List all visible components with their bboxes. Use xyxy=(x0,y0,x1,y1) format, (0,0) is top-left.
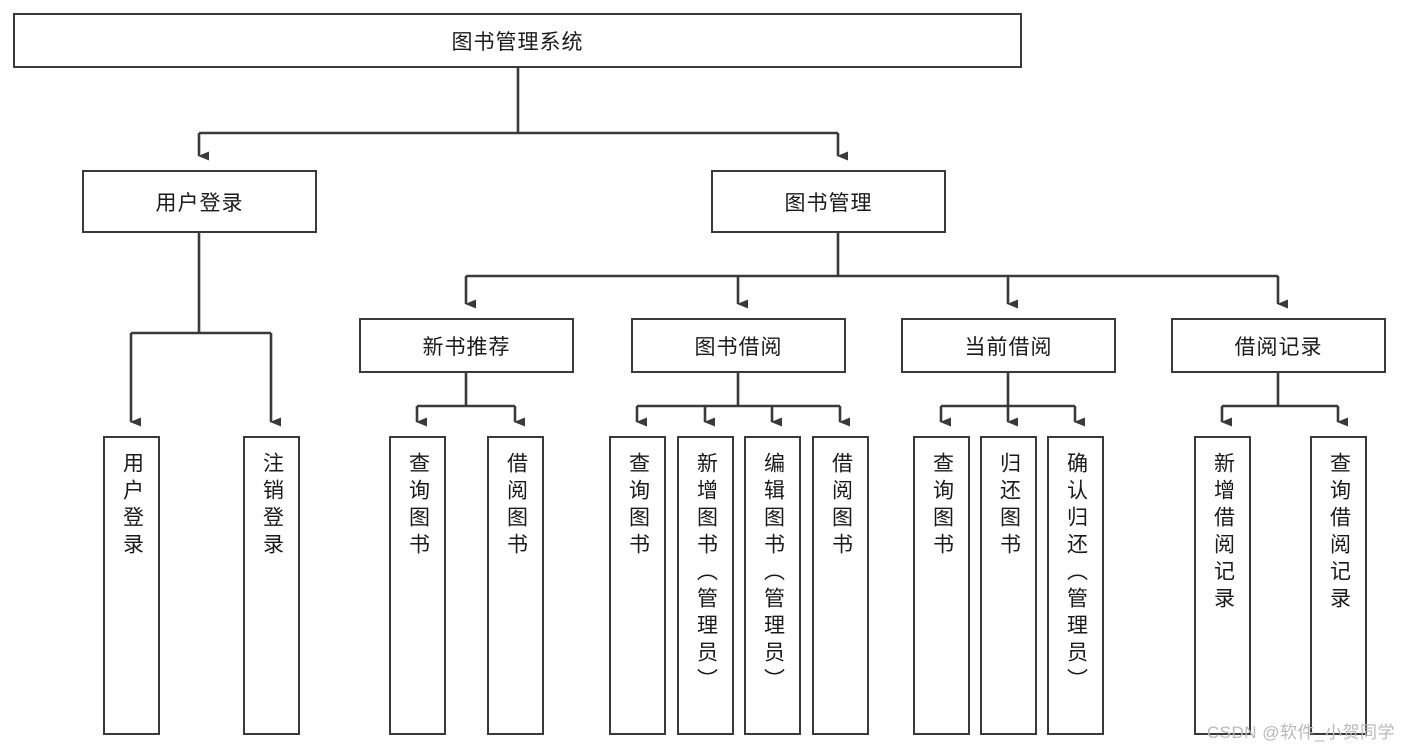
node-borrow-record-label: 借阅记录 xyxy=(1234,335,1323,359)
node-leaf-add-record-label: 新增借阅记录 xyxy=(1211,452,1235,614)
node-leaf-query-book-2-label: 查询图书 xyxy=(626,452,650,560)
node-leaf-user-logout-label: 注销登录 xyxy=(260,452,284,560)
node-leaf-query-book-1[interactable]: 查询图书 xyxy=(389,436,446,735)
node-leaf-query-book-3-label: 查询图书 xyxy=(930,452,954,560)
node-leaf-query-book-2[interactable]: 查询图书 xyxy=(609,436,666,735)
node-leaf-user-login[interactable]: 用户登录 xyxy=(103,436,160,735)
node-leaf-query-record-label: 查询借阅记录 xyxy=(1327,452,1351,614)
node-root[interactable]: 图书管理系统 xyxy=(13,13,1022,68)
node-leaf-confirm-return[interactable]: 确认归还（管理员） xyxy=(1047,436,1104,735)
node-leaf-add-book-label: 新增图书（管理员） xyxy=(694,452,718,695)
node-book-borrow-label: 图书借阅 xyxy=(694,335,783,359)
node-leaf-return-book[interactable]: 归还图书 xyxy=(980,436,1037,735)
node-leaf-user-logout[interactable]: 注销登录 xyxy=(243,436,300,735)
node-leaf-return-book-label: 归还图书 xyxy=(997,452,1021,560)
node-leaf-borrow-book-2[interactable]: 借阅图书 xyxy=(812,436,869,735)
node-leaf-borrow-book-1[interactable]: 借阅图书 xyxy=(487,436,544,735)
node-leaf-edit-book-label: 编辑图书（管理员） xyxy=(761,452,785,695)
node-new-book-recommend-label: 新书推荐 xyxy=(422,335,511,359)
node-root-label: 图书管理系统 xyxy=(451,30,584,54)
node-leaf-borrow-book-1-label: 借阅图书 xyxy=(504,452,528,560)
watermark: CSDN @软件_小贺同学 xyxy=(1206,723,1395,742)
node-leaf-query-book-1-label: 查询图书 xyxy=(406,452,430,560)
node-current-borrow-label: 当前借阅 xyxy=(964,335,1053,359)
node-leaf-add-book[interactable]: 新增图书（管理员） xyxy=(677,436,734,735)
node-leaf-query-record[interactable]: 查询借阅记录 xyxy=(1310,436,1367,735)
node-leaf-query-book-3[interactable]: 查询图书 xyxy=(913,436,970,735)
node-book-borrow[interactable]: 图书借阅 xyxy=(631,318,846,373)
node-leaf-user-login-label: 用户登录 xyxy=(120,452,144,560)
node-current-borrow[interactable]: 当前借阅 xyxy=(901,318,1116,373)
node-leaf-borrow-book-2-label: 借阅图书 xyxy=(829,452,853,560)
node-user-login[interactable]: 用户登录 xyxy=(82,170,317,233)
node-leaf-confirm-return-label: 确认归还（管理员） xyxy=(1064,452,1088,695)
node-book-manage[interactable]: 图书管理 xyxy=(711,170,946,233)
node-user-login-label: 用户登录 xyxy=(155,191,244,215)
node-borrow-record[interactable]: 借阅记录 xyxy=(1171,318,1386,373)
node-leaf-add-record[interactable]: 新增借阅记录 xyxy=(1194,436,1251,735)
node-new-book-recommend[interactable]: 新书推荐 xyxy=(359,318,574,373)
node-leaf-edit-book[interactable]: 编辑图书（管理员） xyxy=(744,436,801,735)
node-book-manage-label: 图书管理 xyxy=(784,191,873,215)
